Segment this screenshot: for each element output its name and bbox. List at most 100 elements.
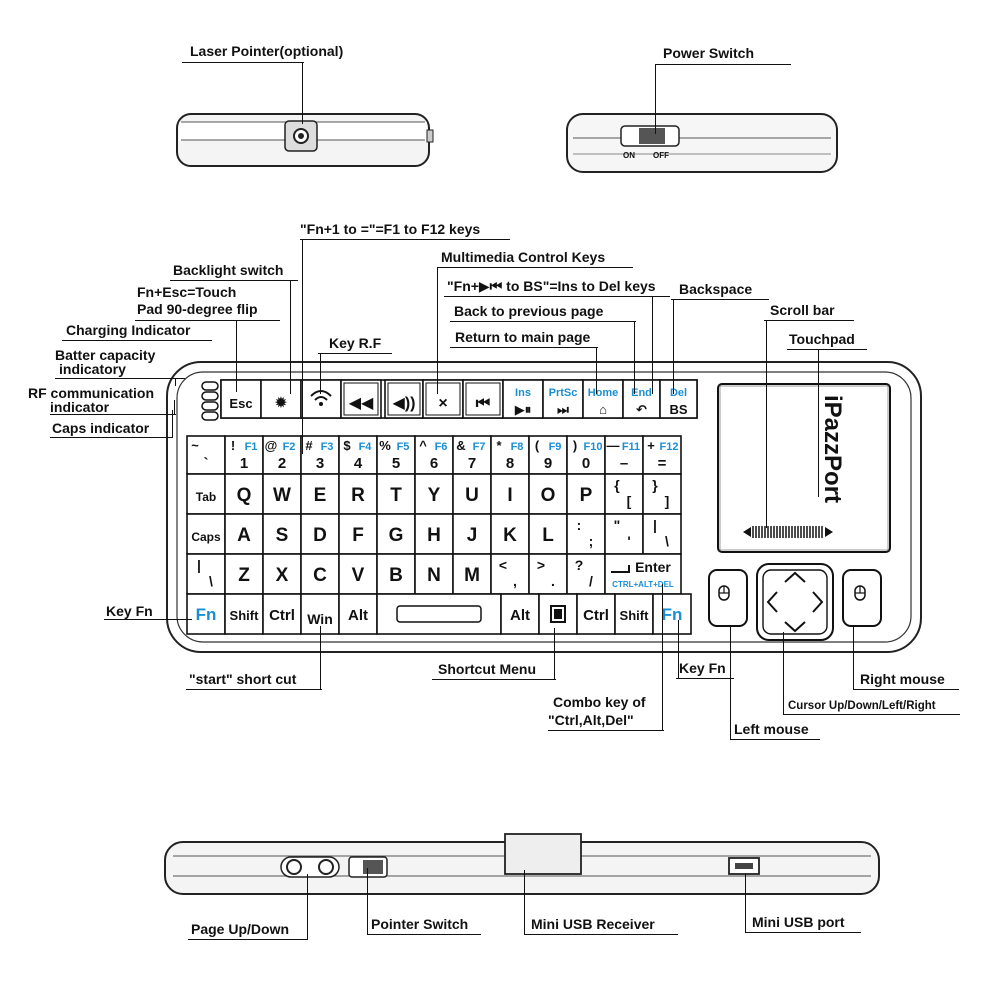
key-ctrl-left[interactable]: Ctrl [262, 593, 302, 635]
right-mouse-button[interactable] [842, 569, 882, 627]
key-q-11[interactable]: {[ [604, 473, 644, 515]
key-q-9[interactable]: O [528, 473, 568, 515]
touchpad[interactable] [717, 383, 891, 553]
key-z-10[interactable]: ?/ [566, 553, 606, 595]
key-num-7[interactable]: &F77 [452, 435, 492, 475]
key-a-1[interactable]: A [224, 513, 264, 555]
key-a-12[interactable]: |\ [642, 513, 682, 555]
key-z-2[interactable]: X [262, 553, 302, 595]
key-a-11[interactable]: "' [604, 513, 644, 555]
key-top-0[interactable]: Esc [220, 379, 262, 419]
indicator-leds [201, 381, 219, 421]
key-a-5[interactable]: G [376, 513, 416, 555]
key-top-9[interactable]: Home⌂ [582, 379, 624, 419]
key-top-main-9: ⌂ [599, 402, 607, 417]
key-a-3[interactable]: D [300, 513, 340, 555]
key-num-3[interactable]: #F33 [300, 435, 340, 475]
key-shift-left[interactable]: Shift [224, 593, 264, 635]
key-ctrl-right[interactable]: Ctrl [576, 593, 616, 635]
cursor-dpad[interactable] [756, 563, 834, 641]
key-num-8[interactable]: *F88 [490, 435, 530, 475]
key-shift-right-label: Shift [620, 608, 650, 623]
key-z-8[interactable]: <, [490, 553, 530, 595]
key-a-9[interactable]: L [528, 513, 568, 555]
mini-usb-receiver[interactable] [504, 833, 582, 875]
menu-icon [550, 605, 566, 623]
key-q-2[interactable]: W [262, 473, 302, 515]
key-q-5[interactable]: T [376, 473, 416, 515]
key-top-6[interactable]: ⏮ [462, 379, 504, 419]
left-mouse-button[interactable] [708, 569, 748, 627]
key-win-label: Win [307, 611, 333, 627]
key-q-3[interactable]: E [300, 473, 340, 515]
key-alt-left[interactable]: Alt [338, 593, 378, 635]
scroll-bar[interactable] [743, 526, 833, 538]
key-a-7[interactable]: J [452, 513, 492, 555]
key-num-4[interactable]: $F44 [338, 435, 378, 475]
key-shift-right[interactable]: Shift [614, 593, 654, 635]
key-z-7[interactable]: M [452, 553, 492, 595]
pointer-switch[interactable] [348, 856, 388, 878]
key-space[interactable] [376, 593, 502, 635]
key-z-5[interactable]: B [376, 553, 416, 595]
key-top-10[interactable]: End↶ [622, 379, 661, 419]
key-fn-right[interactable]: Fn [652, 593, 692, 635]
switch-off-text: OFF [653, 151, 669, 160]
key-num-0[interactable]: ~` [186, 435, 226, 475]
key-a-sym-11: " [614, 517, 621, 533]
key-z-sub-8: , [513, 573, 517, 589]
key-q-8[interactable]: I [490, 473, 530, 515]
key-num-1[interactable]: !F11 [224, 435, 264, 475]
key-num-12[interactable]: +F12= [642, 435, 682, 475]
key-a-2[interactable]: S [262, 513, 302, 555]
page-updown-switch[interactable] [280, 856, 340, 878]
key-z-6[interactable]: N [414, 553, 454, 595]
key-z-label-2: X [276, 565, 289, 586]
key-z-sub-10: / [589, 573, 593, 589]
key-a-4[interactable]: F [338, 513, 378, 555]
key-q-label-6: Y [428, 485, 441, 506]
key-top-7[interactable]: Ins▶⏸ [502, 379, 544, 419]
key-num-fn-8: F8 [511, 441, 524, 453]
key-z-9[interactable]: >. [528, 553, 568, 595]
key-top-4[interactable]: ◀)) [384, 379, 424, 419]
key-q-1[interactable]: Q [224, 473, 264, 515]
key-top-blue-7: Ins [515, 387, 531, 399]
key-a-6[interactable]: H [414, 513, 454, 555]
key-num-fn-7: F7 [473, 441, 486, 453]
key-q-0[interactable]: Tab [186, 473, 226, 515]
key-a-label-1: A [237, 525, 251, 546]
key-a-0[interactable]: Caps [186, 513, 226, 555]
key-z-4[interactable]: V [338, 553, 378, 595]
mini-usb-port[interactable] [728, 857, 760, 875]
key-a-10[interactable]: :; [566, 513, 606, 555]
key-q-7[interactable]: U [452, 473, 492, 515]
key-menu[interactable] [538, 593, 578, 635]
key-num-fn-11: F11 [622, 441, 640, 453]
key-num-11[interactable]: —F11– [604, 435, 644, 475]
key-z-3[interactable]: C [300, 553, 340, 595]
key-num-2[interactable]: @F22 [262, 435, 302, 475]
key-q-12[interactable]: }] [642, 473, 682, 515]
label-rf-line1: RF communication [28, 385, 155, 401]
key-z-1[interactable]: Z [224, 553, 264, 595]
key-q-6[interactable]: Y [414, 473, 454, 515]
key-num-5[interactable]: %F55 [376, 435, 416, 475]
key-q-4[interactable]: R [338, 473, 378, 515]
key-top-1[interactable]: ✹ [260, 379, 302, 419]
label-key-rf: Key R.F [329, 335, 382, 351]
key-top-5[interactable]: × [422, 379, 464, 419]
key-alt-right[interactable]: Alt [500, 593, 540, 635]
key-top-3[interactable]: ◀◀ [340, 379, 382, 419]
key-a-8[interactable]: K [490, 513, 530, 555]
key-top-8[interactable]: PrtSc⏭ [542, 379, 584, 419]
key-fn-left[interactable]: Fn [186, 593, 226, 635]
key-num-6[interactable]: ^F66 [414, 435, 454, 475]
key-num-sym-8: * [496, 438, 502, 453]
key-num-9[interactable]: (F99 [528, 435, 568, 475]
key-z-0[interactable]: |\ [186, 553, 226, 595]
key-q-10[interactable]: P [566, 473, 606, 515]
